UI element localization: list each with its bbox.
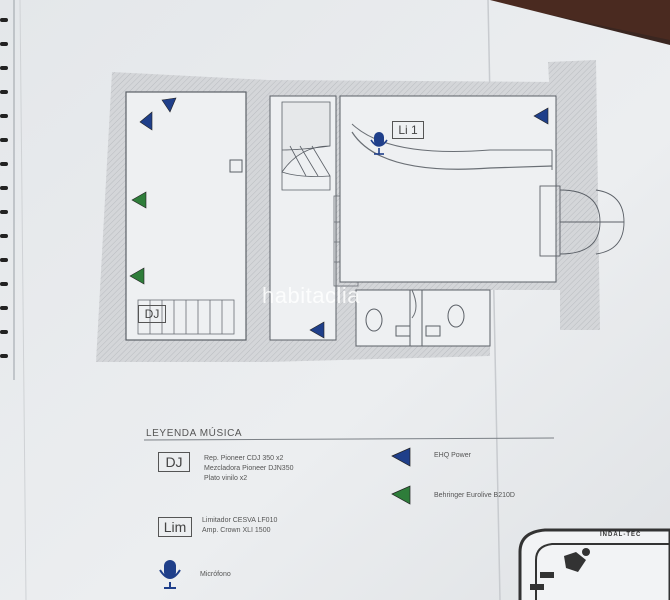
legend-dj-line-1: Rep. Pioneer CDJ 350 x2 [204,455,284,462]
dj-plan-label: DJ [138,305,166,323]
watermark: habitaclia [262,283,360,308]
speaker-blue-icon [161,97,177,113]
legend-mic-label: Micrófono [200,571,231,578]
legend-title: LEYENDA MÚSICA [146,428,243,439]
spiral-binding [0,18,8,358]
indaltec-logo [518,528,670,600]
legend-lim-key: Lim [158,517,192,537]
speaker-green-icon [129,267,145,285]
li1-label: Li 1 [392,121,424,139]
legend-lim-line-2: Amp. Crown XLI 1500 [202,527,271,534]
microphone-icon [370,132,388,155]
speaker-blue-icon [309,321,325,339]
legend-ehq-icon [391,447,411,467]
legend-dj-line-2: Mezcladora Pioneer DJN350 [204,465,294,472]
legend-dj-key: DJ [158,452,190,472]
speaker-blue-icon [533,107,549,125]
floor-plan [96,60,625,362]
legend-lim-line-1: Limitador CESVA LF010 [202,517,278,524]
legend-dj-line-3: Plato vinilo x2 [204,475,248,482]
legend-microphone-icon [159,560,181,589]
speaker-ehq-markers [139,97,549,339]
legend-behringer-icon [391,485,411,505]
logo-text: INDAL-TEC [600,532,642,538]
speaker-blue-icon [139,111,153,131]
speaker-behringer-markers [129,191,147,285]
speaker-green-icon [131,191,147,209]
legend-ehq-label: EHQ Power [434,452,471,459]
legend-behringer-label: Behringer Eurolive B210D [434,492,515,499]
